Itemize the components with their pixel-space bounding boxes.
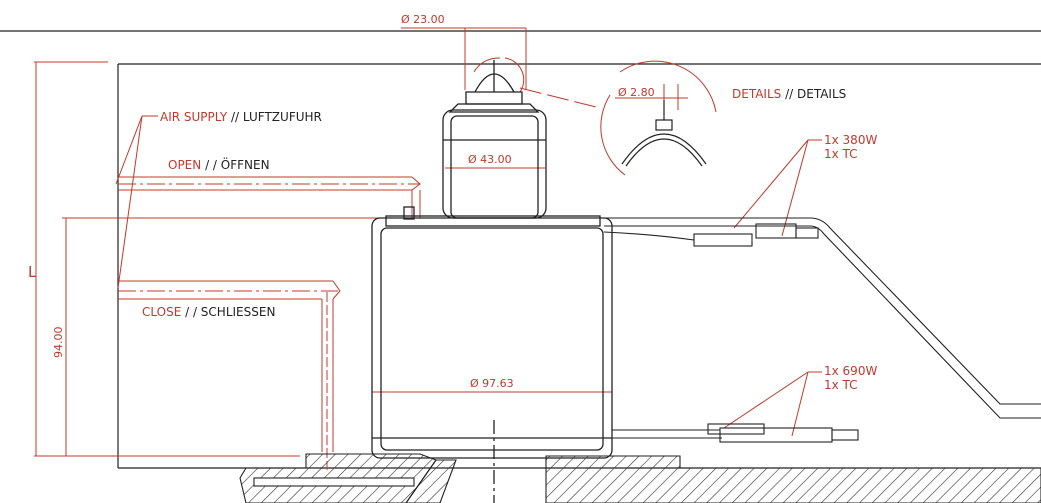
frame-outline <box>0 30 1041 469</box>
detail-diameter-label: Ø 2.80 <box>618 86 655 99</box>
air-supply-lines <box>115 115 421 470</box>
heater-cables <box>603 217 1041 443</box>
length-dimension-label: L <box>28 263 37 281</box>
upper-heater-power: 1x 380W <box>824 133 877 147</box>
upper-heater-tc: 1x TC <box>824 147 858 161</box>
close-label: CLOSE / / SCHLIESSEN <box>142 305 275 319</box>
detail-nozzle <box>621 100 707 167</box>
details-label: DETAILS // DETAILS <box>732 87 846 101</box>
actuator-body <box>371 60 613 503</box>
lower-heater-power: 1x 690W <box>824 364 877 378</box>
dimension-lines <box>34 27 822 457</box>
open-label: OPEN / / ÖFFNEN <box>168 156 270 172</box>
air-supply-label: AIR SUPPLY // LUFTZUFUHR <box>160 110 322 124</box>
body-diameter-label: Ø 97.63 <box>470 377 514 390</box>
mold-plate <box>239 453 1041 503</box>
height-dimension-label: 94.00 <box>52 327 65 359</box>
top-diameter-label: Ø 23.00 <box>401 13 445 26</box>
lower-heater-tc: 1x TC <box>824 378 858 392</box>
cylinder-diameter-label: Ø 43.00 <box>468 153 512 166</box>
